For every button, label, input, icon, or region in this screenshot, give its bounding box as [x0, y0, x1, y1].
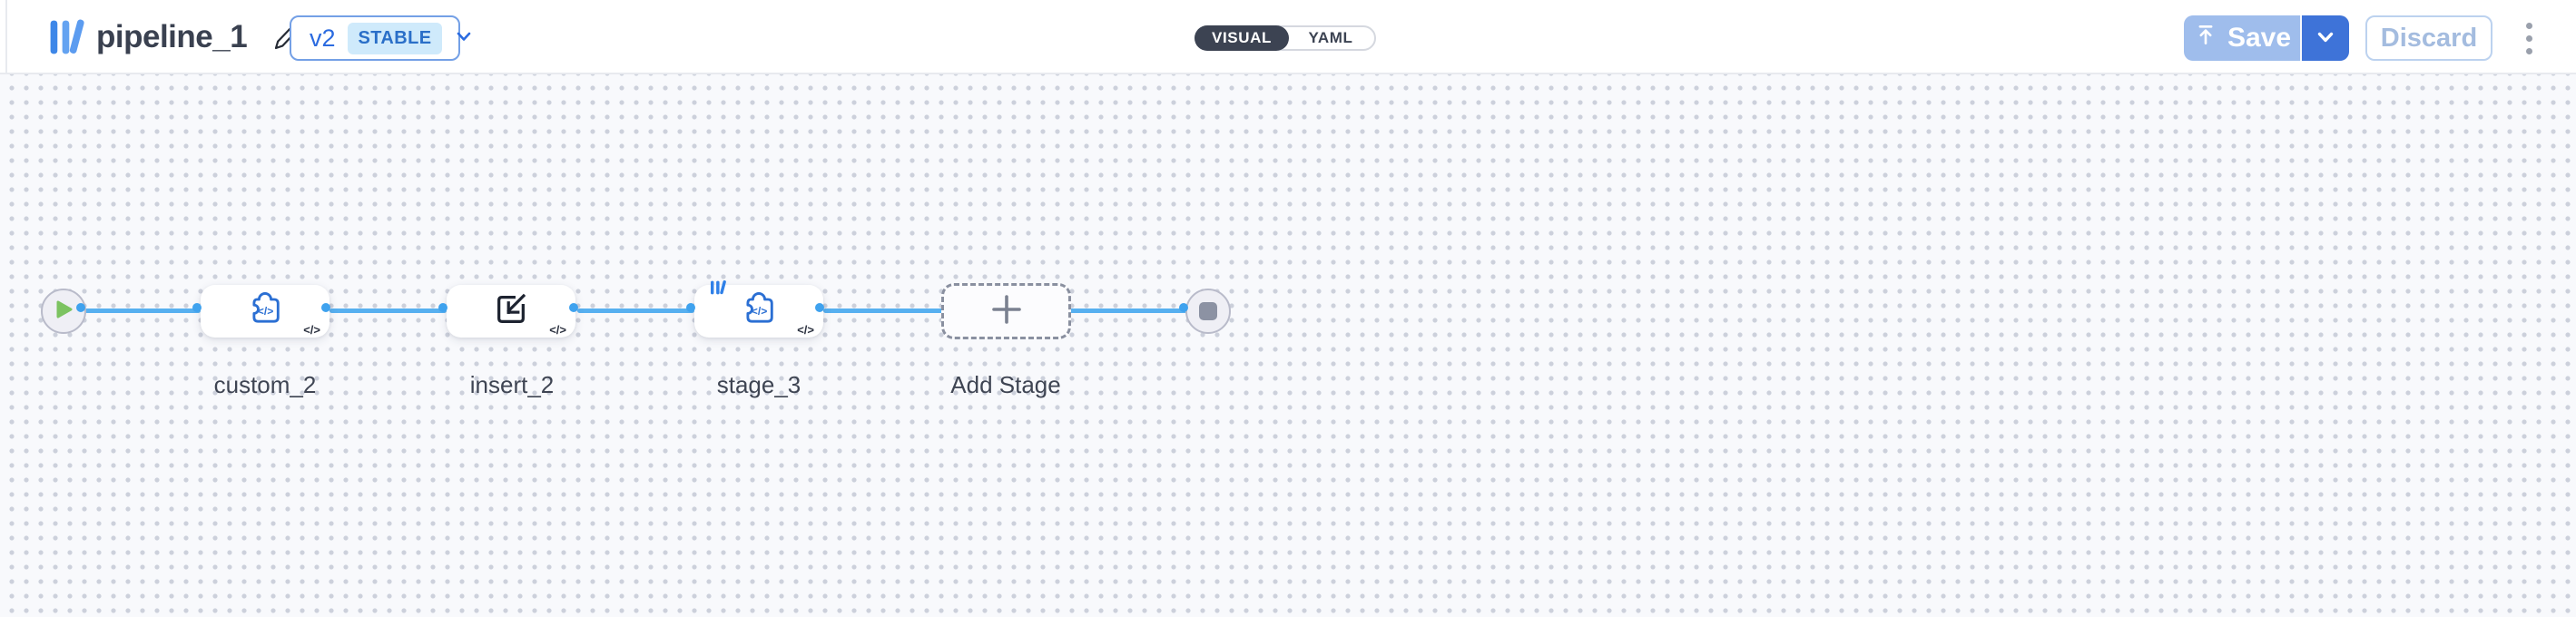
- tab-visual[interactable]: VISUAL: [1195, 25, 1289, 51]
- port-custom2-in[interactable]: [192, 303, 202, 312]
- pipeline-end-node[interactable]: [1185, 289, 1231, 334]
- discard-button[interactable]: Discard: [2365, 15, 2492, 61]
- library-logo-icon: [49, 16, 85, 58]
- svg-text:</>: </>: [258, 305, 274, 318]
- edge: [84, 308, 201, 313]
- view-mode-toggle: VISUAL YAML: [1195, 25, 1376, 51]
- save-button-label: Save: [2227, 23, 2292, 53]
- kebab-dot: [2525, 22, 2532, 29]
- stage-label-add-stage: Add Stage: [950, 371, 1061, 398]
- add-stage-button[interactable]: [941, 283, 1071, 339]
- stage-node-insert-2[interactable]: </>: [447, 285, 575, 338]
- edge: [1069, 308, 1187, 313]
- edge: [329, 308, 447, 313]
- code-glyph: </>: [303, 323, 320, 337]
- code-glyph: </>: [549, 323, 566, 337]
- stop-icon: [1199, 302, 1217, 320]
- edge: [577, 308, 694, 313]
- pipeline-canvas[interactable]: </> </> </> </>: [0, 74, 2576, 617]
- port-custom2-out[interactable]: [321, 303, 330, 312]
- code-glyph: </>: [797, 323, 814, 337]
- stage-label-stage-3: stage_3: [716, 371, 801, 398]
- tab-yaml[interactable]: YAML: [1308, 29, 1353, 46]
- save-options-button[interactable]: [2302, 15, 2349, 61]
- port-insert2-out[interactable]: [569, 303, 578, 312]
- stage-node-stage-3[interactable]: </> </>: [694, 280, 823, 338]
- insert-icon: [493, 291, 529, 332]
- edge: [823, 308, 944, 313]
- kebab-dot: [2525, 34, 2532, 42]
- version-selector[interactable]: v2 STABLE: [290, 15, 471, 61]
- upload-icon: [2193, 22, 2218, 54]
- version-label: v2: [310, 24, 336, 52]
- top-toolbar: pipeline_1 v2 STABLE VISUAL YAML: [0, 0, 2576, 74]
- port-insert2-in[interactable]: [438, 303, 447, 312]
- more-options-button[interactable]: [2512, 15, 2545, 61]
- page-title: pipeline_1: [96, 19, 248, 54]
- port-stage3-in[interactable]: [686, 303, 695, 312]
- kebab-dot: [2525, 47, 2532, 54]
- save-button[interactable]: Save: [2184, 15, 2302, 61]
- port-end-in[interactable]: [1179, 303, 1188, 312]
- play-icon: [54, 299, 74, 325]
- stable-badge: STABLE: [347, 22, 443, 54]
- port-stage3-out[interactable]: [815, 303, 824, 312]
- port-start-out[interactable]: [76, 303, 85, 312]
- function-puzzle-icon: </>: [245, 289, 285, 334]
- svg-text:</>: </>: [752, 305, 768, 318]
- library-icon: [709, 279, 729, 300]
- plus-icon: [988, 290, 1026, 333]
- stage-node-custom-2[interactable]: </> </>: [201, 285, 329, 338]
- panel-edge-divider: [5, 0, 7, 74]
- stage-label-insert-2: insert_2: [469, 371, 555, 398]
- chevron-down-icon: [2314, 25, 2337, 52]
- stage-label-custom-2: custom_2: [213, 371, 317, 398]
- chevron-down-icon: [454, 26, 474, 51]
- function-puzzle-icon: </>: [739, 289, 779, 334]
